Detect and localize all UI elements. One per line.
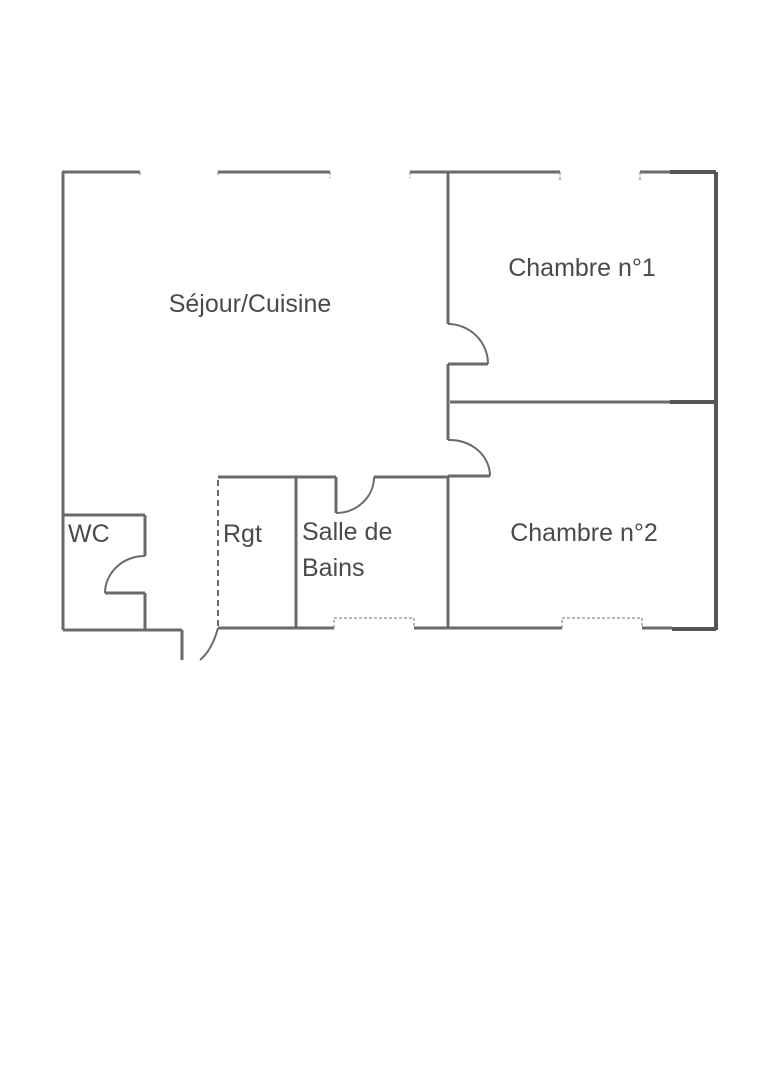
room-labels: Séjour/Cuisine Chambre n°1 Chambre n°2 W… — [68, 254, 658, 582]
label-rgt: Rgt — [223, 520, 262, 548]
label-chambre2: Chambre n°2 — [510, 519, 658, 547]
door-chambre1-icon — [447, 323, 489, 365]
door-wc-icon — [104, 555, 146, 594]
outer-walls — [61, 170, 718, 660]
label-sdb-line2: Bains — [302, 554, 365, 582]
door-entrance-icon — [199, 627, 219, 661]
label-sejour: Séjour/Cuisine — [169, 290, 332, 318]
windows — [139, 172, 643, 628]
label-sdb-line1: Salle de — [302, 518, 392, 546]
door-chambre2-icon — [447, 438, 492, 477]
door-sdb-icon — [335, 476, 375, 514]
interior-walls — [63, 172, 716, 630]
label-wc: WC — [68, 520, 110, 548]
door-swings — [104, 323, 492, 661]
label-chambre1: Chambre n°1 — [508, 254, 656, 282]
